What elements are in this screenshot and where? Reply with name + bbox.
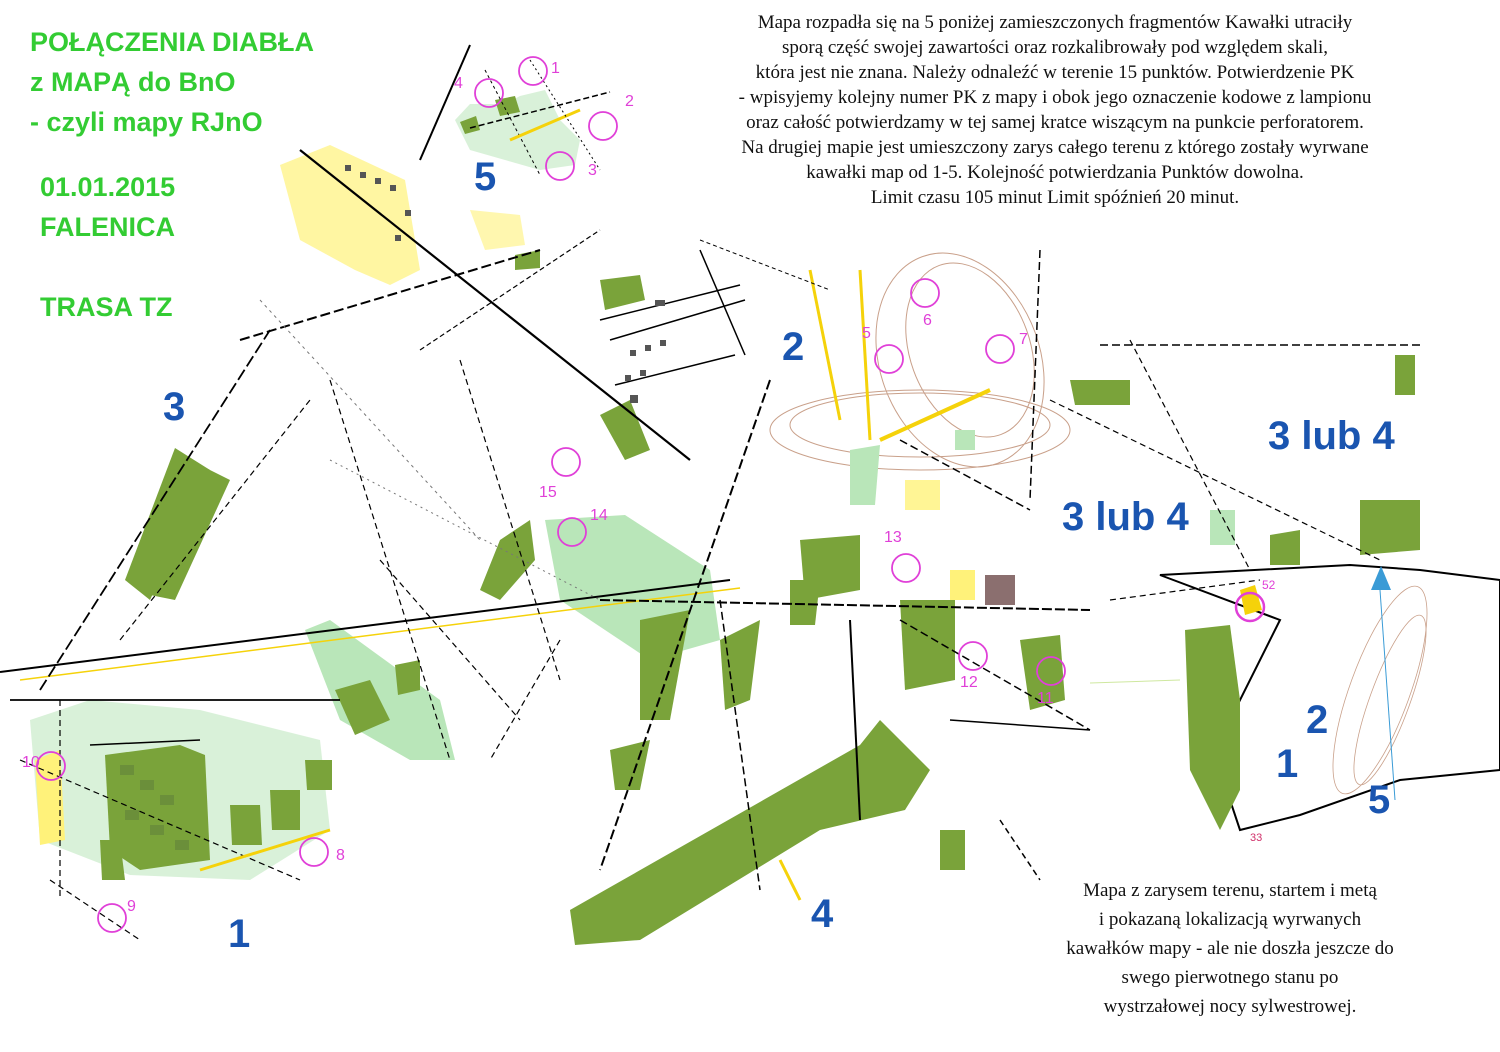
control-circle-12 [958, 641, 988, 671]
control-circle-2 [588, 111, 618, 141]
control-number-12: 12 [960, 674, 978, 691]
instructions-line: sporą część swojej zawartości oraz rozka… [781, 37, 1329, 58]
control-circle-4 [474, 78, 504, 108]
overview-label-3-or-4-right: 3 lub 4 [1268, 414, 1395, 458]
fragment-1-map [10, 699, 340, 941]
title-line-1: POŁĄCZENIA DIABŁA [30, 27, 314, 57]
fragment-label-1: 1 [228, 912, 251, 956]
instructions-line: kawałki map od 1-5. Kolejność potwierdza… [806, 162, 1304, 183]
event-date: 01.01.2015 [40, 172, 176, 202]
overview-label-1: 1 [1276, 742, 1299, 786]
instructions-line: - wpisyjemy kolejny numer PK z mapy i ob… [738, 87, 1372, 108]
caption-line: kawałków mapy - ale nie doszła jeszcze d… [1066, 938, 1394, 959]
control-number-2: 2 [625, 93, 634, 110]
control-circle-6 [910, 278, 940, 308]
caption-line: Mapa z zarysem terenu, startem i metą [1083, 880, 1377, 901]
instructions-line: Na drugiej mapie jest umieszczony zarys … [741, 137, 1369, 158]
control-circle-15 [551, 447, 581, 477]
overview-control-number-52: 52 [1262, 578, 1276, 592]
instructions-text: Mapa rozpadła się na 5 poniżej zamieszcz… [640, 10, 1470, 210]
control-circle-13 [891, 553, 921, 583]
control-circle-14 [557, 517, 587, 547]
control-number-15: 15 [539, 484, 557, 501]
title-line-2: z MAPĄ do BnO [30, 67, 236, 97]
caption-line: i pokazaną lokalizacją wyrwanych [1098, 909, 1362, 930]
control-number-3: 3 [588, 162, 597, 179]
control-number-13: 13 [884, 529, 902, 546]
control-circle-11 [1036, 656, 1066, 686]
fragment-5-map [419, 44, 611, 176]
control-circle-1 [518, 56, 548, 86]
control-number-7: 7 [1019, 331, 1028, 348]
overview-control-number-33: 33 [1250, 832, 1263, 844]
overview-label-2: 2 [1306, 698, 1329, 742]
map-title: POŁĄCZENIA DIABŁA z MAPĄ do BnO - czyli … [30, 22, 314, 142]
control-number-5: 5 [862, 325, 871, 342]
fragment-4-map [570, 379, 1091, 945]
control-circle-5 [874, 344, 904, 374]
fragment-label-2: 2 [782, 325, 805, 369]
control-circle-7 [985, 334, 1015, 364]
control-number-6: 6 [923, 312, 932, 329]
title-line-3: - czyli mapy RJnO [30, 107, 263, 137]
control-number-4: 4 [454, 75, 463, 92]
control-number-1: 1 [551, 60, 560, 77]
instructions-line: oraz całość potwierdzamy w tej samej kra… [746, 112, 1364, 133]
overview-map [1049, 339, 1500, 832]
fragment-3-map [0, 145, 746, 761]
instructions-line: która jest nie znana. Należy odnaleźć w … [755, 62, 1355, 83]
control-number-9: 9 [127, 898, 136, 915]
overview-label-5: 5 [1368, 778, 1391, 822]
control-circle-3 [545, 151, 575, 181]
instructions-line: Limit czasu 105 minut Limit spóźnień 20 … [870, 187, 1240, 208]
overview-caption: Mapa z zarysem terenu, startem i metą i … [1030, 876, 1430, 1021]
control-circles [36, 56, 1066, 933]
caption-line: wystrzałowej nocy sylwestrowej. [1103, 996, 1357, 1017]
fragment-2-map [699, 239, 1071, 511]
control-circle-10 [36, 751, 66, 781]
control-circle-8 [299, 837, 329, 867]
start-triangle-icon [1371, 566, 1391, 590]
event-place: FALENICA [40, 212, 175, 242]
control-number-10: 10 [22, 754, 40, 771]
control-number-11: 11 [1037, 690, 1054, 707]
instructions-line: Mapa rozpadła się na 5 poniżej zamieszcz… [757, 12, 1353, 33]
control-number-14: 14 [590, 507, 608, 524]
fragment-label-3: 3 [163, 385, 186, 429]
control-number-8: 8 [336, 847, 345, 864]
fragment-label-5: 5 [474, 155, 497, 199]
overview-label-3-or-4-left: 3 lub 4 [1062, 495, 1189, 539]
course-name: TRASA TZ [40, 292, 173, 322]
caption-line: swego pierwotnego stanu po [1121, 967, 1339, 988]
control-circle-9 [97, 903, 127, 933]
fragment-label-4: 4 [811, 892, 834, 936]
